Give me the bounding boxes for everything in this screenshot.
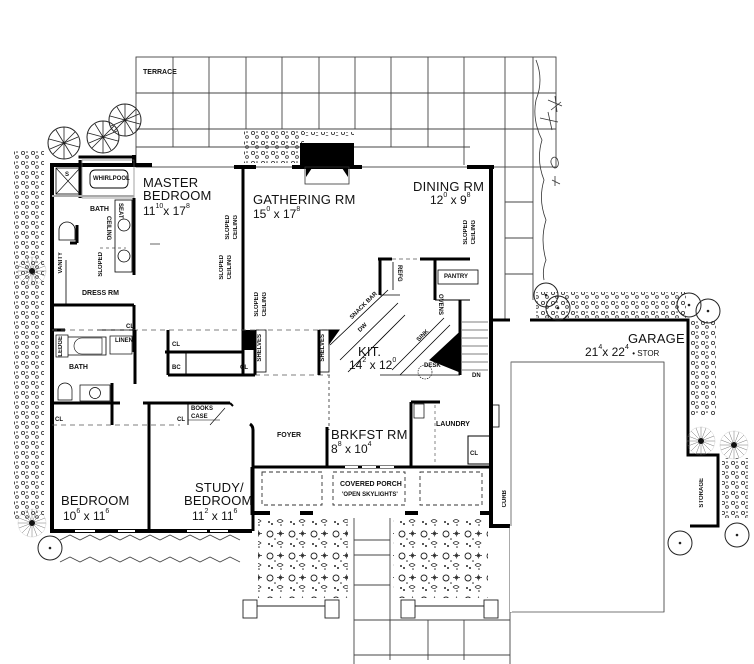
- label-bath-master: BATH: [90, 206, 109, 213]
- exterior-walls: [50, 155, 512, 533]
- label-case: CASE: [191, 414, 208, 420]
- master-bath: [52, 159, 160, 305]
- label-laundry: LAUNDRY: [436, 421, 470, 428]
- label-sloped-5: SLOPED: [463, 220, 469, 245]
- label-bath-2: BATH: [69, 364, 88, 371]
- room-study-dims: 112 x 116: [192, 508, 238, 523]
- front-planter-left: [258, 518, 348, 598]
- label-refg: REFG: [396, 265, 402, 282]
- shrub-burst-icon: [17, 256, 47, 286]
- label-curb: CURB: [502, 490, 508, 508]
- room-study-name1: STUDY/: [195, 480, 244, 495]
- label-vanity: VANITY: [58, 252, 64, 274]
- label-ceiling-1: CEILING: [105, 216, 111, 241]
- garage-walls: [491, 318, 720, 613]
- front-planter-right: [393, 518, 488, 598]
- tree-icon: [86, 120, 120, 154]
- hedge: [59, 534, 241, 563]
- planter: [244, 130, 304, 163]
- label-storage: STORAGE: [699, 478, 705, 508]
- label-shelves-2: SHELVES: [320, 334, 326, 362]
- tree-icon: [37, 535, 63, 561]
- label-sloped-3: SLOPED: [219, 255, 225, 280]
- label-shower: S: [65, 172, 70, 178]
- label-ceiling-3: CEILING: [227, 255, 233, 280]
- label-books: BOOKS: [191, 406, 214, 412]
- label-cl-3: CL: [240, 365, 248, 371]
- shrub-burst-icon: [686, 426, 716, 456]
- label-cl-4: CL: [55, 417, 63, 423]
- room-kitchen-dims: 142 x 120: [349, 357, 397, 372]
- room-gathering-name: GATHERING RM: [253, 192, 356, 207]
- shrub-burst-icon: [719, 430, 749, 460]
- room-study-name2: BEDROOM: [184, 493, 253, 508]
- label-desk: DESK: [424, 363, 441, 369]
- room-master-bedroom-dims: 1110x 178: [143, 203, 190, 218]
- label-open-skylights: 'OPEN SKYLIGHTS': [342, 492, 398, 498]
- label-ovens: OVENS: [437, 294, 443, 316]
- room-dining-name: DINING RM: [413, 179, 485, 194]
- label-whirlpool: WHIRLPOOL: [93, 176, 130, 182]
- label-sloped-1: SLOPED: [98, 252, 104, 277]
- room-garage-name: GARAGE: [628, 331, 685, 346]
- tree-icon: [47, 126, 81, 160]
- tree-icon: [724, 522, 750, 548]
- label-sloped-2: SLOPED: [225, 215, 231, 240]
- label-foyer: FOYER: [277, 432, 302, 439]
- room-dining-dims: 120 x 98: [430, 192, 471, 207]
- label-ceiling-5: CEILING: [471, 220, 477, 245]
- room-garage-dims: 214x 224 • STOR: [585, 344, 660, 359]
- label-terrace: TERRACE: [143, 69, 177, 76]
- fireplace: [300, 143, 354, 177]
- label-ceiling-2: CEILING: [233, 215, 239, 240]
- room-gathering-dims: 150 x 178: [253, 206, 301, 221]
- label-cl-1: CL: [126, 324, 134, 330]
- label-ledge: LEDGE: [58, 336, 64, 357]
- label-dress-rm: DRESS RM: [82, 290, 119, 297]
- label-ceiling-4: CEILING: [262, 292, 268, 317]
- label-dn: DN: [472, 373, 481, 379]
- label-linen: LINEN: [115, 338, 133, 344]
- tree-icon: [667, 530, 693, 556]
- label-sloped-4: SLOPED: [254, 292, 260, 317]
- room-brkfst-dims: 88 x 104: [331, 441, 372, 456]
- vine: [534, 59, 547, 281]
- label-bc: BC: [172, 365, 181, 371]
- room-master-bedroom-name2: BEDROOM: [143, 188, 212, 203]
- room-kitchen-name: KIT.: [358, 344, 382, 359]
- room-master-bedroom-name1: MASTER: [143, 175, 199, 190]
- label-cl-5: CL: [177, 417, 185, 423]
- left-shrubs: [14, 150, 44, 520]
- label-shelves-1: SHELVES: [257, 334, 263, 362]
- room-brkfst-name: BRKFST RM: [331, 427, 408, 442]
- label-pantry: PANTRY: [444, 274, 468, 280]
- room-bedroom-name: BEDROOM: [61, 493, 130, 508]
- label-covered-porch: COVERED PORCH: [340, 481, 402, 488]
- label-seat: SEAT: [117, 203, 123, 219]
- label-cl-6: CL: [470, 451, 478, 457]
- shrub-burst-icon: [17, 508, 47, 538]
- room-bedroom-dims: 106 x 116: [63, 508, 110, 523]
- label-cl-2: CL: [172, 342, 180, 348]
